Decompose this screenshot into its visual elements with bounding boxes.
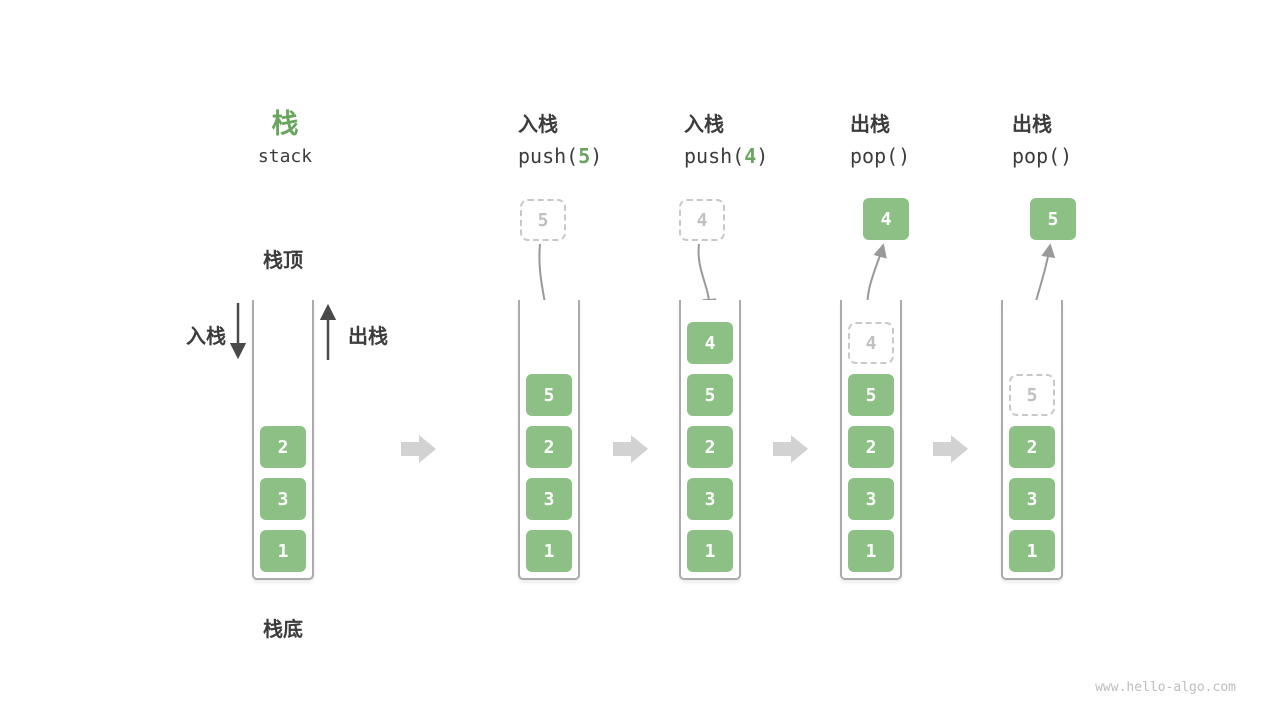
transition-arrow-icon — [933, 435, 968, 463]
watermark: www.hello-algo.com — [1095, 680, 1236, 695]
op-code: push(4) — [684, 144, 768, 168]
op-code-post: ) — [590, 144, 603, 168]
stack-cell: 3 — [1009, 478, 1055, 520]
op-code: pop() — [1012, 144, 1072, 168]
op-code-post: ) — [1060, 144, 1073, 168]
floating-value-box: 5 — [520, 199, 566, 241]
op-label: 入栈 — [684, 114, 724, 136]
ghost-cell: 4 — [848, 322, 894, 364]
op-label: 出栈 — [1012, 114, 1052, 136]
floating-value-box: 4 — [863, 198, 909, 240]
floating-value-box: 5 — [1030, 198, 1076, 240]
op-code-post: ) — [756, 144, 769, 168]
stack-cell: 2 — [260, 426, 306, 468]
stack-cell: 3 — [848, 478, 894, 520]
stack-cell: 2 — [526, 426, 572, 468]
op-code: push(5) — [518, 144, 602, 168]
op-code-pre: pop( — [850, 144, 899, 168]
push-side-label: 入栈 — [186, 326, 226, 348]
stack-cell: 1 — [848, 530, 894, 572]
stack-cell: 2 — [1009, 426, 1055, 468]
stack-cell: 3 — [526, 478, 572, 520]
op-code-arg: 4 — [744, 144, 757, 168]
op-code-post: ) — [898, 144, 911, 168]
stack-cell: 4 — [687, 322, 733, 364]
stack-cell: 5 — [848, 374, 894, 416]
pop-side-label: 出栈 — [348, 326, 388, 348]
stack-cell: 2 — [848, 426, 894, 468]
transition-arrow-icon — [773, 435, 808, 463]
stack-cell: 1 — [526, 530, 572, 572]
stack-cell: 5 — [526, 374, 572, 416]
op-label: 入栈 — [518, 114, 558, 136]
stack-cell: 1 — [687, 530, 733, 572]
op-code-pre: push( — [518, 144, 579, 168]
stack-cell: 1 — [1009, 530, 1055, 572]
stack-cell: 5 — [687, 374, 733, 416]
stack-cell: 2 — [687, 426, 733, 468]
transition-arrow-icon — [613, 435, 648, 463]
page-subtitle: stack — [257, 146, 313, 167]
op-label: 出栈 — [850, 114, 890, 136]
op-code-pre: push( — [684, 144, 745, 168]
stack-cell: 3 — [687, 478, 733, 520]
transition-arrow-icon — [401, 435, 436, 463]
ghost-cell: 5 — [1009, 374, 1055, 416]
op-code: pop() — [850, 144, 910, 168]
op-code-arg: 5 — [578, 144, 591, 168]
floating-value-box: 4 — [679, 199, 725, 241]
stack-cell: 3 — [260, 478, 306, 520]
stack-cell: 1 — [260, 530, 306, 572]
stack-bottom-label: 栈底 — [263, 619, 303, 641]
stack-top-label: 栈顶 — [263, 250, 303, 272]
op-code-pre: pop( — [1012, 144, 1061, 168]
page-title: 栈 — [271, 109, 299, 139]
